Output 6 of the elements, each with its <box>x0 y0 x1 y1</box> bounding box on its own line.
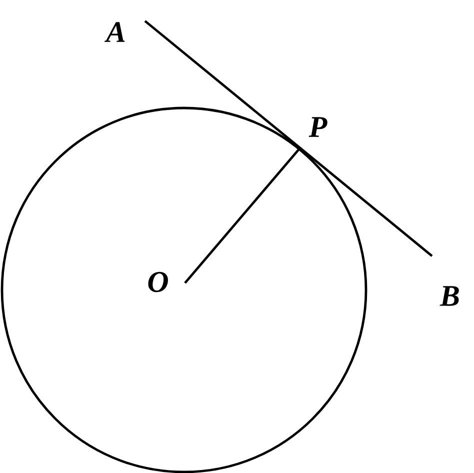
line <box>184 147 301 284</box>
point-label: B <box>440 286 459 306</box>
point-label: O <box>148 272 168 292</box>
line <box>144 20 433 257</box>
point-label: P <box>308 117 328 137</box>
point-label: A <box>104 22 125 42</box>
